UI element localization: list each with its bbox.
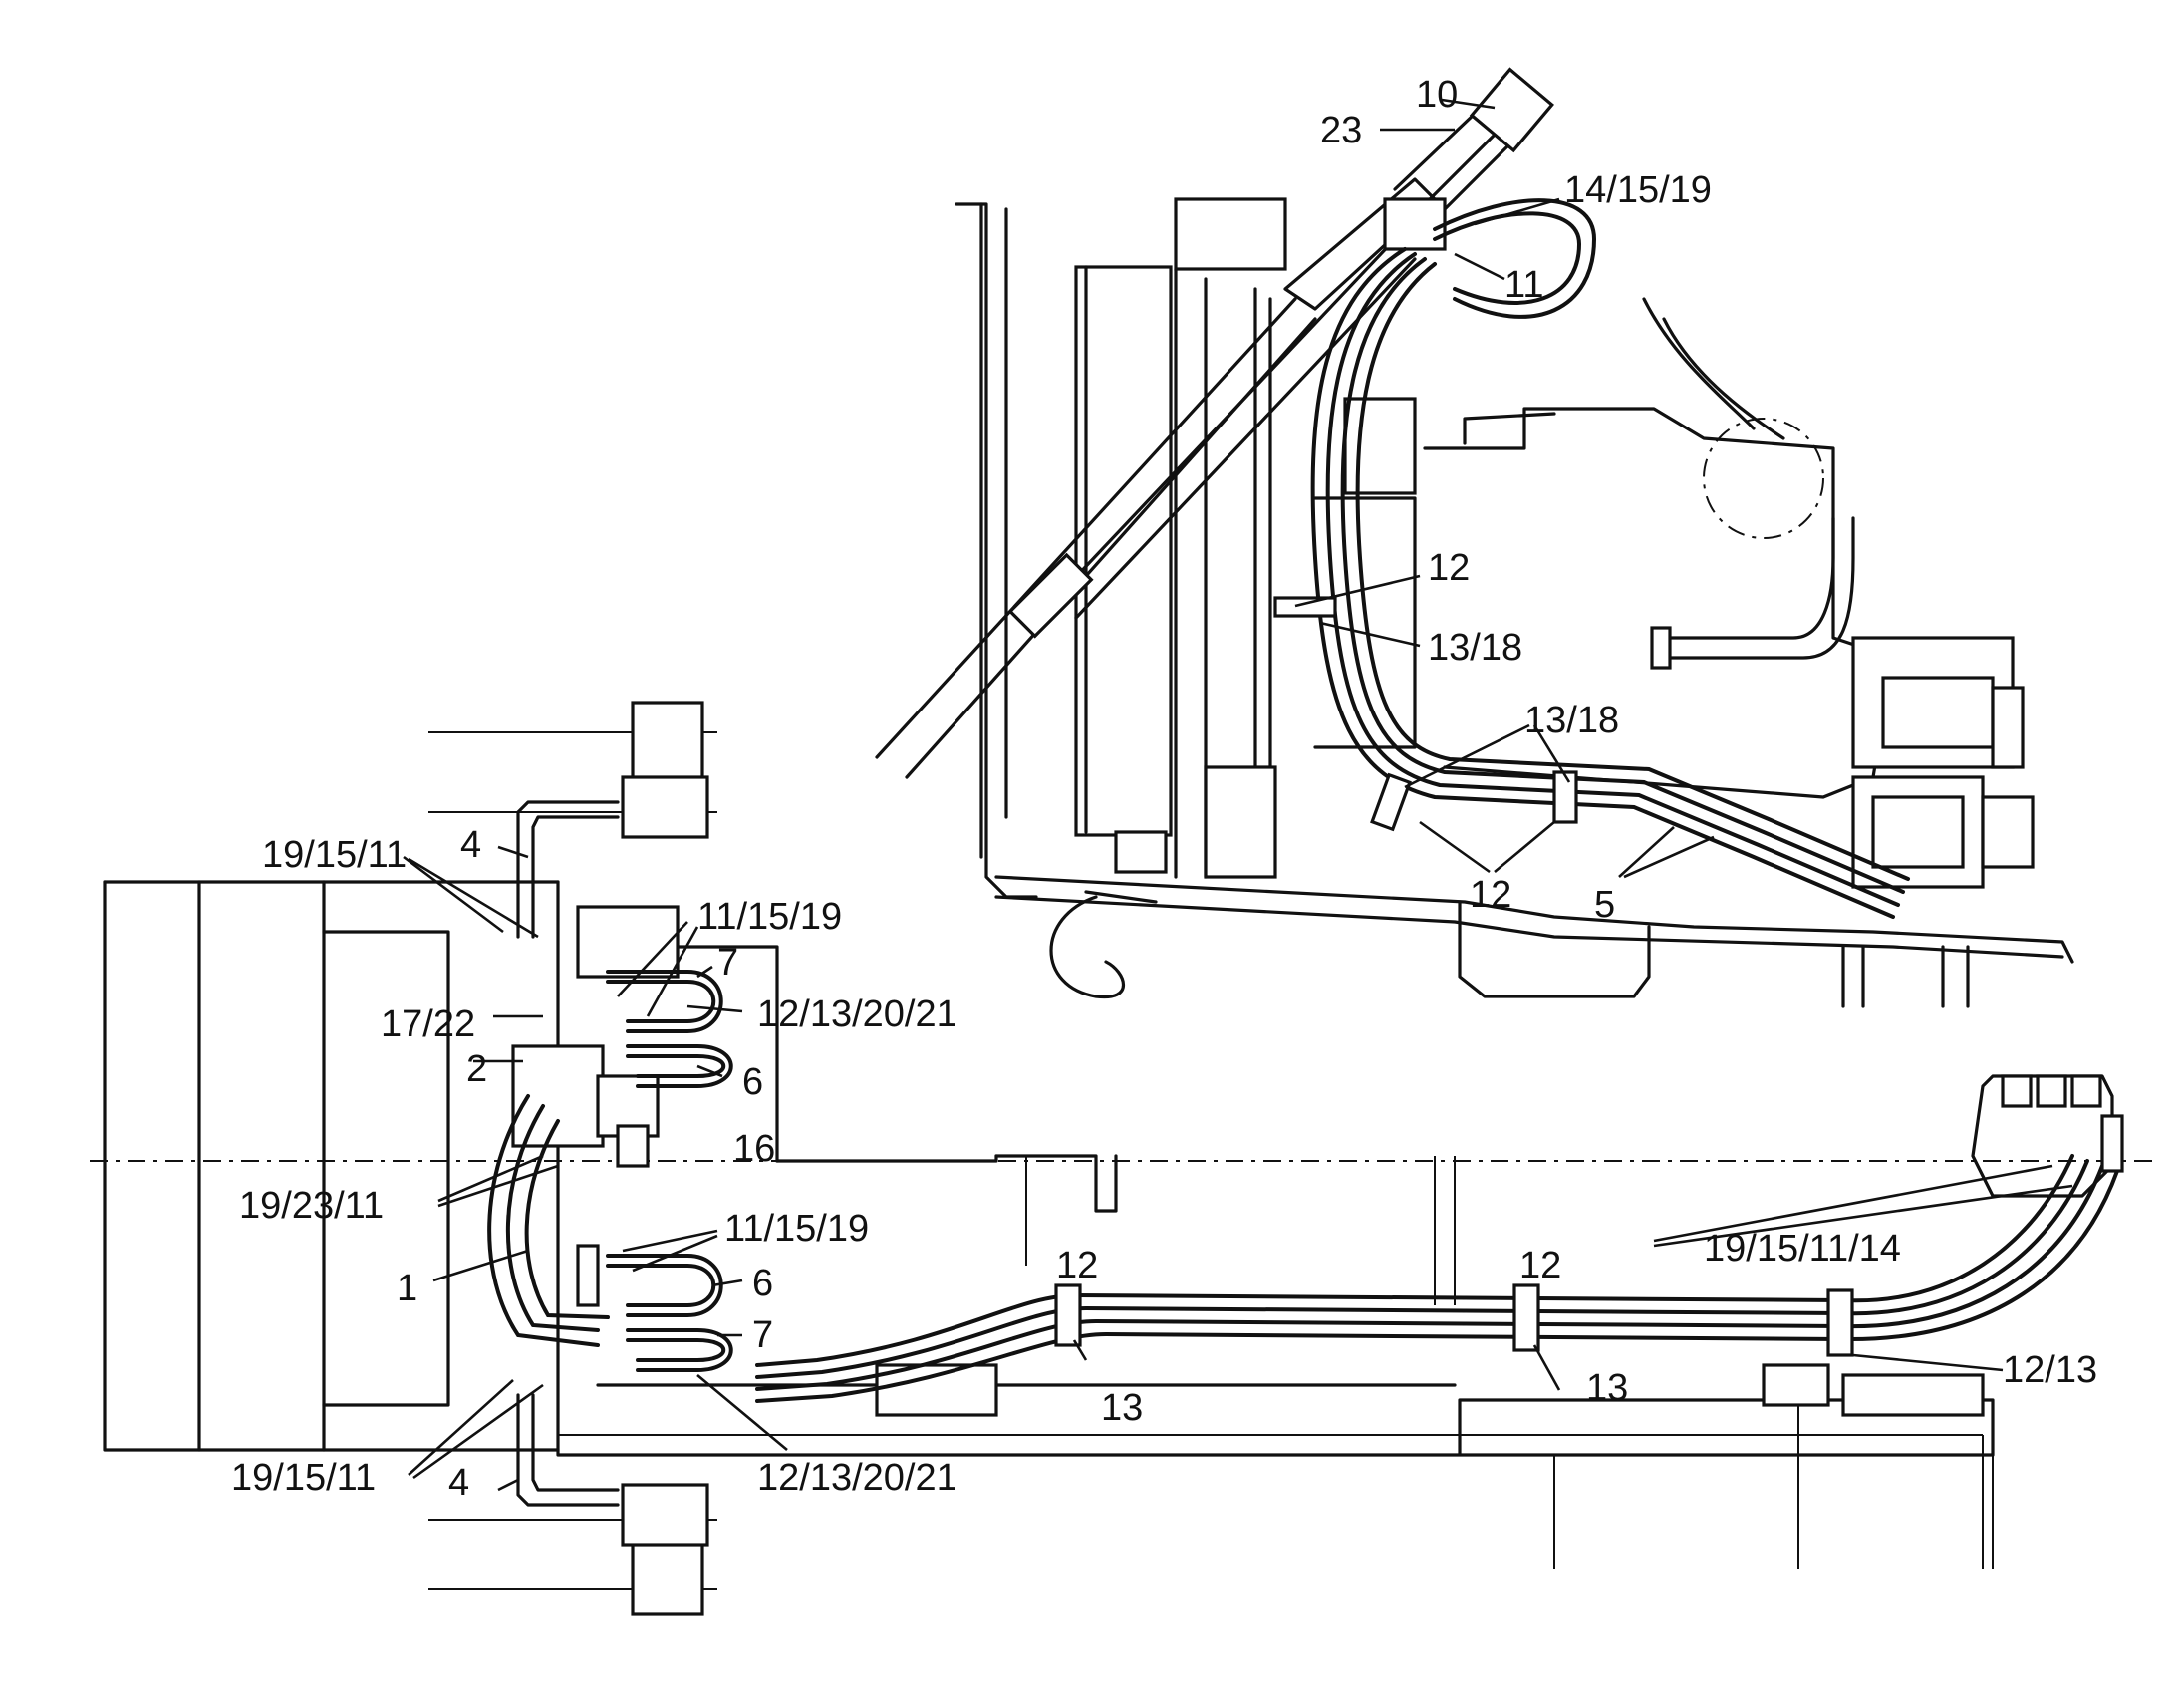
callout-1: 1 — [397, 1268, 417, 1309]
callout-4: 4 — [460, 824, 481, 866]
callout-12: 12 — [1056, 1245, 1098, 1286]
callout-19-15-11: 19/15/11 — [231, 1457, 376, 1499]
callout-11: 11 — [1504, 264, 1543, 306]
callout-12-13: 12/13 — [2003, 1349, 2097, 1391]
lower-top-view — [90, 701, 2152, 1616]
callout-7: 7 — [717, 942, 738, 984]
callout-13: 13 — [1101, 1387, 1143, 1429]
callout-19-15-11: 19/15/11 — [262, 834, 407, 876]
callout-16: 16 — [733, 1128, 775, 1170]
callout-13-18: 13/18 — [1524, 700, 1619, 741]
callout-6: 6 — [742, 1061, 763, 1103]
callout-12-13-20-21: 12/13/20/21 — [757, 994, 957, 1035]
lower-callouts: 19/15/11 4 11/15/19 7 17/22 12/13/20/21 … — [231, 824, 2097, 1504]
callout-12: 12 — [1428, 547, 1470, 589]
callout-6: 6 — [752, 1263, 773, 1304]
callout-12: 12 — [1519, 1245, 1561, 1286]
callout-17-22: 17/22 — [381, 1003, 475, 1045]
upper-callouts: 10 23 14/15/19 11 12 13/18 13/18 12 5 — [1320, 74, 1712, 926]
callout-13: 13 — [1586, 1367, 1628, 1409]
callout-7: 7 — [752, 1314, 773, 1356]
callout-11-15-19: 11/15/19 — [697, 896, 842, 938]
callout-12: 12 — [1470, 874, 1511, 916]
callout-19-15-11-14: 19/15/11/14 — [1704, 1228, 1901, 1270]
callout-2: 2 — [466, 1048, 487, 1090]
callout-11-15-19: 11/15/19 — [724, 1208, 869, 1250]
callout-12-13-20-21: 12/13/20/21 — [757, 1457, 957, 1499]
callout-14-15-19: 14/15/19 — [1564, 169, 1712, 211]
upper-side-view — [875, 67, 2074, 1008]
callout-5: 5 — [1594, 884, 1615, 926]
callout-23: 23 — [1320, 110, 1362, 151]
callout-19-23-11: 19/23/11 — [239, 1185, 384, 1227]
callout-10: 10 — [1416, 74, 1458, 116]
callout-4: 4 — [448, 1462, 469, 1504]
callout-13-18: 13/18 — [1428, 627, 1522, 669]
